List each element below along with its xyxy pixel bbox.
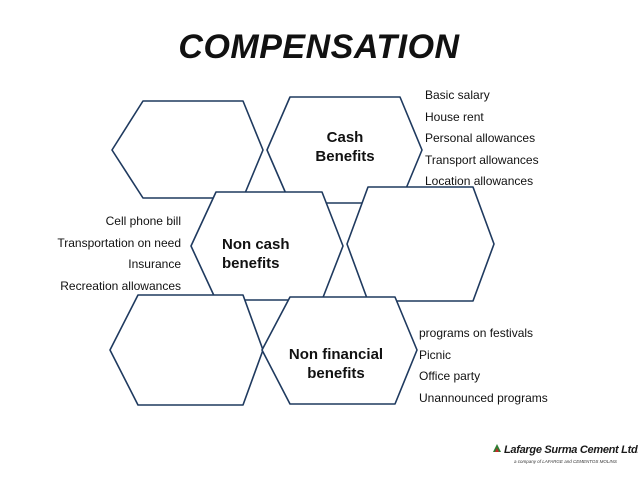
logo-mark-icon xyxy=(493,444,501,452)
list-item: Basic salary xyxy=(425,88,490,102)
hexagon-bottom-left xyxy=(109,294,264,406)
list-item: Transport allowances xyxy=(425,152,539,167)
non-cash-benefits-label: Non cash benefits xyxy=(222,235,302,273)
non-financial-benefits-label: Non financial benefits xyxy=(280,345,392,383)
list-item: Insurance xyxy=(128,257,181,271)
company-logo: Lafarge Surma Cement Ltd. a company of L… xyxy=(492,440,638,470)
cash-benefits-list: Basic salary House rent Personal allowan… xyxy=(425,85,539,193)
list-item: Recreation allowances xyxy=(60,278,181,293)
page-title: COMPENSATION xyxy=(178,28,460,66)
list-item: Picnic xyxy=(419,347,452,362)
list-item: Office party xyxy=(419,369,481,383)
list-item: Unannounced programs xyxy=(419,390,548,405)
list-item: Personal allowances xyxy=(425,131,536,145)
non-cash-benefits-line-1: Non cash xyxy=(222,236,290,253)
list-item: Transportation on need xyxy=(57,235,181,250)
list-item: Location allowances xyxy=(425,174,534,188)
non-financial-benefits-line-2: benefits xyxy=(307,365,365,382)
hexagon-top-left xyxy=(111,100,264,199)
non-financial-benefits-list: programs on festivals Picnic Office part… xyxy=(419,323,548,409)
list-item: House rent xyxy=(425,109,484,124)
cash-benefits-line-2: Benefits xyxy=(315,148,375,165)
non-cash-benefits-line-2: benefits xyxy=(222,255,280,272)
cash-benefits-line-1: Cash xyxy=(326,129,364,146)
non-financial-benefits-line-1: Non financial xyxy=(288,346,384,363)
logo-tagline: a company of LAFARGE and CEMENTOS MOLINS xyxy=(514,459,617,464)
hexagon-non-financial-benefits[interactable] xyxy=(261,296,418,405)
logo-company-name: Lafarge Surma Cement Ltd. xyxy=(504,444,638,456)
non-cash-benefits-list: Cell phone bill Transportation on need I… xyxy=(20,211,181,297)
hexagon-right-middle xyxy=(346,186,495,302)
list-item: Cell phone bill xyxy=(105,214,181,228)
list-item: programs on festivals xyxy=(419,326,534,340)
cash-benefits-label: Cash Benefits xyxy=(300,128,390,166)
